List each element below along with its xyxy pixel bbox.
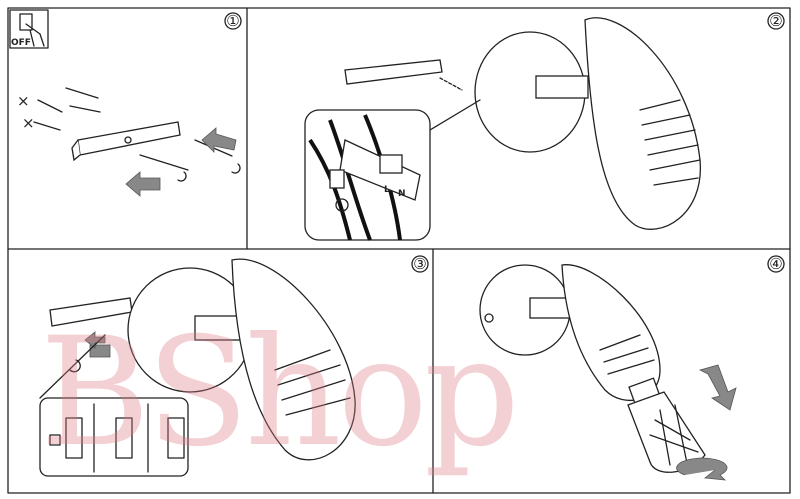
fixing-screw — [69, 331, 111, 373]
terminal-l-label: L — [384, 185, 390, 195]
lamp-base — [479, 264, 571, 356]
arrow-icon — [698, 364, 737, 411]
mounting-bracket — [71, 121, 181, 162]
wall-plugs: × × — [17, 87, 101, 132]
step-number: ③ — [413, 255, 426, 273]
locking-detail-inset — [39, 334, 189, 477]
ground-symbol-icon — [335, 198, 349, 212]
mounting-bracket — [344, 59, 443, 85]
lamp-base — [127, 267, 253, 393]
spotlight-head — [561, 264, 661, 401]
lamp-base — [474, 31, 589, 153]
rotate-arrow-icon — [676, 457, 728, 481]
gu10-bulb — [627, 377, 706, 473]
panel-4: ④ — [479, 255, 785, 481]
spotlight-head — [584, 17, 701, 230]
step-number: ② — [769, 12, 782, 30]
spotlight-head — [231, 258, 356, 461]
terminal-n-label: N — [398, 189, 406, 199]
panel-1: ① OFF × × — [9, 9, 242, 197]
step-number: ④ — [769, 255, 782, 273]
arrow-icon — [201, 127, 237, 153]
mounting-bracket — [49, 297, 133, 327]
svg-text:×: × — [22, 114, 35, 132]
power-off-switch-icon: OFF — [9, 9, 49, 49]
arrow-icon — [84, 331, 106, 349]
panel-2: ② L N — [304, 12, 785, 241]
svg-text:×: × — [17, 92, 30, 110]
panel-3: ③ — [39, 255, 429, 477]
off-label: OFF — [11, 38, 31, 48]
step-number: ① — [226, 12, 239, 30]
wiring-detail-inset: L N — [304, 99, 481, 241]
panel-frame — [7, 7, 791, 494]
arrow-icon — [125, 171, 161, 197]
